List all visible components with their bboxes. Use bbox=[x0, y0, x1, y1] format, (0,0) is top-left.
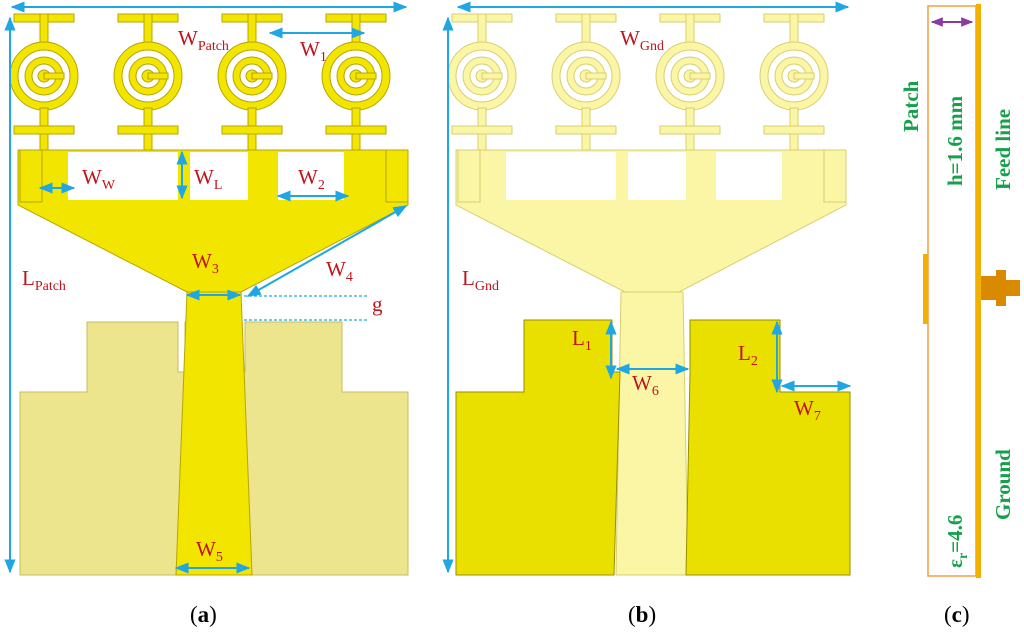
top-stub-stem-2 bbox=[143, 13, 153, 45]
comb-notch-2 bbox=[190, 152, 248, 200]
top-stub-stem-2 bbox=[581, 13, 591, 45]
mid-crossbar-2 bbox=[555, 125, 617, 135]
mid-crossbar-4 bbox=[763, 125, 825, 135]
radiating-patch bbox=[9, 13, 409, 576]
comb-notch-3 bbox=[716, 152, 782, 200]
microstrip-feed-line bbox=[175, 291, 253, 576]
label-permittivity: εr=4.6 bbox=[943, 515, 971, 568]
comb-tooth-left bbox=[457, 149, 481, 203]
comb-tooth-right bbox=[385, 149, 409, 203]
top-stub-stem-3 bbox=[685, 13, 695, 45]
comb-notch-1 bbox=[68, 152, 178, 200]
label-l-patch: LPatch bbox=[22, 266, 66, 294]
center-arm-2 bbox=[147, 72, 169, 80]
label-feed-line: Feed line bbox=[991, 109, 1015, 190]
mid-crossbar-2 bbox=[117, 125, 179, 135]
top-stub-stem-4 bbox=[789, 13, 799, 45]
label-w4: W4 bbox=[326, 257, 353, 285]
dimensions-panel-b bbox=[442, 1, 852, 574]
comb-notch-2 bbox=[628, 152, 686, 200]
ground-layer bbox=[976, 4, 981, 578]
mid-crossbar-4 bbox=[325, 125, 387, 135]
label-wl: WL bbox=[194, 165, 222, 193]
label-w-patch: WPatch bbox=[178, 26, 229, 54]
feed-line-layer bbox=[923, 254, 928, 324]
label-ww: WW bbox=[82, 165, 116, 193]
mid-crossbar-3 bbox=[221, 125, 283, 135]
center-arm-2 bbox=[585, 72, 607, 80]
comb-tooth-right bbox=[823, 149, 847, 203]
comb-notch-1 bbox=[506, 152, 616, 200]
dimensions-panel-a bbox=[4, 1, 408, 574]
label-l-gnd: LGnd bbox=[462, 266, 499, 294]
top-stub-stem-1 bbox=[477, 13, 487, 45]
caption-b: (b) bbox=[628, 602, 656, 627]
mid-crossbar-1 bbox=[451, 125, 513, 135]
sma-connector bbox=[981, 270, 1020, 306]
panel-a-front-view bbox=[9, 13, 409, 576]
top-stub-stem-4 bbox=[351, 13, 361, 45]
label-w-gnd: WGnd bbox=[620, 26, 664, 54]
label-patch: Patch bbox=[899, 80, 923, 132]
mid-crossbar-3 bbox=[659, 125, 721, 135]
top-stub-stem-3 bbox=[247, 13, 257, 45]
ground-plane-right bbox=[685, 319, 851, 576]
label-w5: W5 bbox=[196, 537, 223, 565]
microstrip-feed-line bbox=[615, 291, 689, 576]
label-w1: W1 bbox=[300, 37, 327, 65]
panel-b-back-view bbox=[447, 13, 851, 576]
comb-tooth-left bbox=[19, 149, 43, 203]
label-ground: Ground bbox=[991, 449, 1015, 520]
center-arm-4 bbox=[355, 72, 377, 80]
label-w7: W7 bbox=[794, 396, 821, 424]
center-arm-1 bbox=[481, 72, 503, 80]
patch-outline-light bbox=[447, 13, 847, 576]
mid-crossbar-1 bbox=[13, 125, 75, 135]
center-arm-4 bbox=[793, 72, 815, 80]
panel-c-side-view: Patch h=1.6 mm Feed line Ground εr=4.6 bbox=[899, 4, 1020, 578]
label-l2: L2 bbox=[738, 341, 758, 369]
label-w6: W6 bbox=[632, 371, 659, 399]
gap-dashed-lines bbox=[244, 295, 368, 321]
label-height: h=1.6 mm bbox=[943, 95, 967, 186]
substrate bbox=[927, 5, 977, 577]
caption-c: (c) bbox=[944, 602, 970, 627]
label-w2: W2 bbox=[298, 165, 325, 193]
center-arm-1 bbox=[43, 72, 65, 80]
caption-a: (a) bbox=[190, 602, 217, 627]
label-g: g bbox=[372, 292, 383, 316]
label-w3: W3 bbox=[192, 249, 219, 277]
center-arm-3 bbox=[251, 72, 273, 80]
label-l1: L1 bbox=[572, 326, 592, 354]
top-stub-stem-1 bbox=[39, 13, 49, 45]
center-arm-3 bbox=[689, 72, 711, 80]
ground-plane-left bbox=[455, 319, 621, 576]
